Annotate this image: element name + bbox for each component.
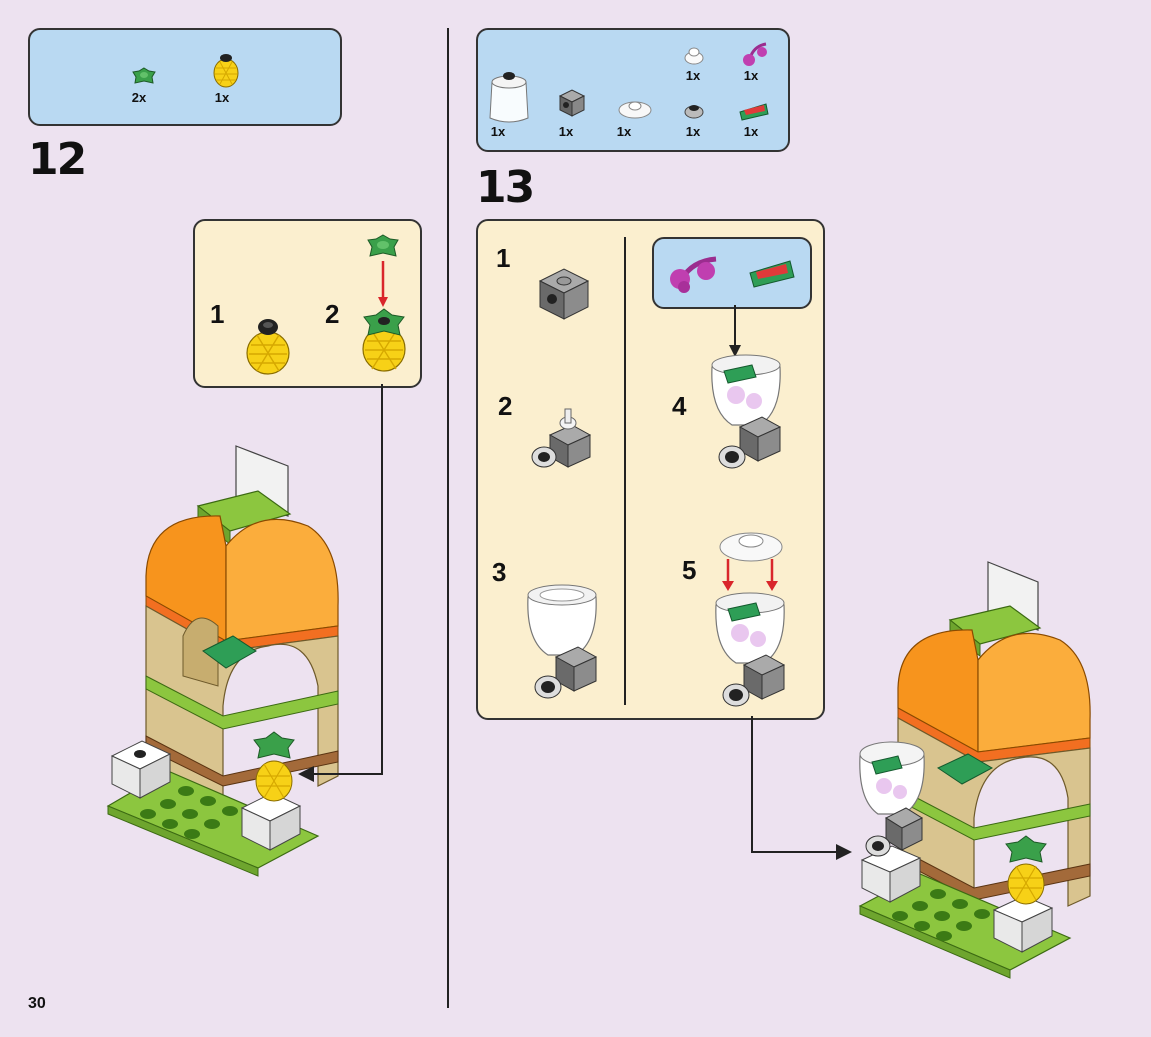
- part-qty: 1x: [743, 124, 759, 139]
- substep-label: 2: [325, 299, 340, 329]
- down-arrow-icon: [729, 305, 741, 357]
- step13-model-illustration: [858, 561, 1091, 979]
- magenta-cherries-icon: [670, 256, 717, 293]
- substep-label: 3: [492, 557, 507, 587]
- yellow-pineapple-icon: [213, 54, 239, 88]
- callout-arrow: [751, 716, 852, 860]
- substep-label: 1: [496, 243, 511, 273]
- yellow-pineapple-icon: [246, 319, 290, 375]
- green-leaf-plate-icon: [367, 234, 399, 257]
- green-leaf-plate-icon: [132, 67, 156, 84]
- step13-substep-box: 1 2 3: [476, 219, 825, 720]
- substep-divider: [624, 237, 626, 705]
- watermelon-slice-icon: [739, 103, 769, 121]
- part-qty: 2x: [131, 90, 147, 105]
- transparent-round-plate-icon: [618, 101, 652, 119]
- transparent-stud-icon: [684, 47, 704, 65]
- dispenser-with-fruit-icon: [715, 592, 786, 707]
- red-arrows-icon: [722, 559, 778, 591]
- red-arrow-icon: [378, 261, 388, 307]
- dispenser-with-glass-icon: [527, 584, 598, 699]
- grey-bracket-brick-icon: [538, 268, 590, 320]
- part-qty: 1x: [490, 124, 506, 139]
- part-qty: 1x: [685, 124, 701, 139]
- callout-arrow: [298, 384, 383, 782]
- watermelon-slice-icon: [749, 260, 795, 288]
- substep-label: 5: [682, 555, 697, 585]
- page-number: 30: [28, 995, 46, 1012]
- dispenser-with-fruit-icon: [711, 354, 782, 469]
- substep-label: 1: [210, 299, 225, 329]
- part-qty: 1x: [616, 124, 632, 139]
- step13-parts-box: 1x 1x 1x 1x 1x 1x 1x: [476, 28, 790, 152]
- substep-label: 4: [672, 391, 687, 421]
- grey-bracket-brick-icon: [558, 89, 586, 117]
- step-number: 13: [476, 162, 535, 213]
- substep-label: 2: [498, 391, 513, 421]
- part-qty: 1x: [685, 68, 701, 83]
- inset-parts-box: [652, 237, 812, 309]
- part-qty: 1x: [743, 68, 759, 83]
- magenta-cherries-icon: [743, 42, 767, 66]
- step12-parts-box: 2x 1x: [28, 28, 342, 126]
- grey-round-plate-icon: [684, 105, 704, 119]
- step12-substep-box: 1 2: [193, 219, 422, 388]
- step12-model-illustration: [106, 445, 339, 877]
- bracket-with-stud-icon: [531, 408, 592, 468]
- pineapple-with-leaves-icon: [362, 308, 406, 372]
- part-qty: 1x: [214, 90, 230, 105]
- part-qty: 1x: [558, 124, 574, 139]
- page-divider: [447, 28, 449, 1008]
- step-number: 12: [28, 134, 87, 185]
- transparent-dome-icon: [489, 72, 529, 123]
- transparent-round-plate-icon: [719, 532, 783, 562]
